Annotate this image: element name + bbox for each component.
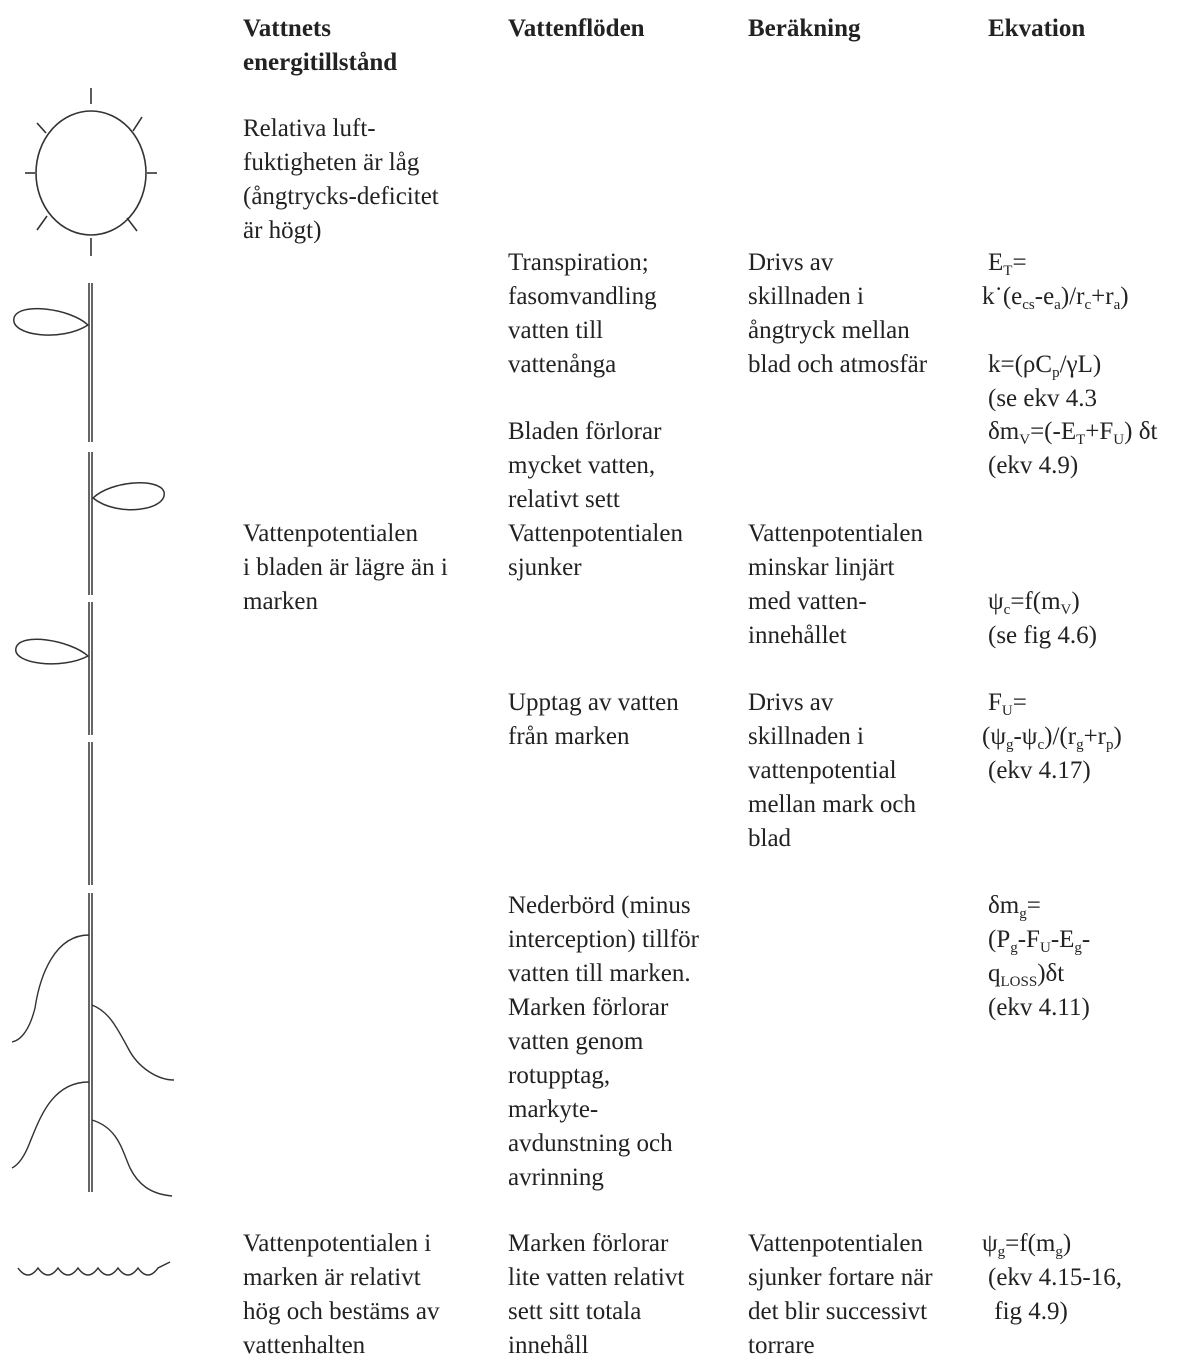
r1-state: Relativa luft-fuktigheten är låg (ångtry… (243, 115, 439, 244)
r2-eq-et: ET= (988, 249, 1027, 279)
r3-eq-ref: (ekv 4.9) (988, 452, 1079, 479)
leaf-icon (13, 307, 165, 665)
stem-icon (88, 283, 93, 1192)
r2-eq-k: k=(ρCp/γL) (988, 351, 1102, 381)
header-water-flows: Vattenflöden (508, 15, 645, 42)
r2-eq-et-formula: k˙(ecs-ea)/rc+ra) (982, 283, 1129, 313)
r5-eq-fu: FU= (988, 689, 1027, 719)
root-icon (11, 934, 175, 1197)
r6-eq-mg: δmg= (988, 892, 1041, 922)
r4-eq-psi: ψc=f(mV) (988, 588, 1080, 618)
r5-eq-formula: (ψg-ψc)/(rg+rp) (982, 723, 1122, 753)
r7-eq-ref1: (ekv 4.15-16, (988, 1264, 1122, 1291)
r2-eq-ref: (se ekv 4.3 (988, 385, 1097, 412)
r7-eq-psi: ψg=f(mg) (982, 1230, 1072, 1260)
sun-icon (25, 88, 157, 256)
r5-eq-ref: (ekv 4.17) (988, 757, 1091, 784)
r6-eq-ref: (ekv 4.11) (988, 994, 1090, 1021)
r6-eq-line2: (Pg-FU-Eg- (988, 926, 1091, 956)
r6-eq-line3: qLOSS)δt (988, 960, 1065, 990)
water-surface-icon (17, 1261, 171, 1276)
header-equation: Ekvation (988, 15, 1086, 42)
r3-eq-mv: δmV=(-ET+FU) δt (988, 418, 1158, 448)
r7-eq-ref2: fig 4.9) (988, 1298, 1068, 1325)
header-calculation: Beräkning (748, 15, 861, 42)
r4-eq-ref: (se fig 4.6) (988, 622, 1097, 649)
